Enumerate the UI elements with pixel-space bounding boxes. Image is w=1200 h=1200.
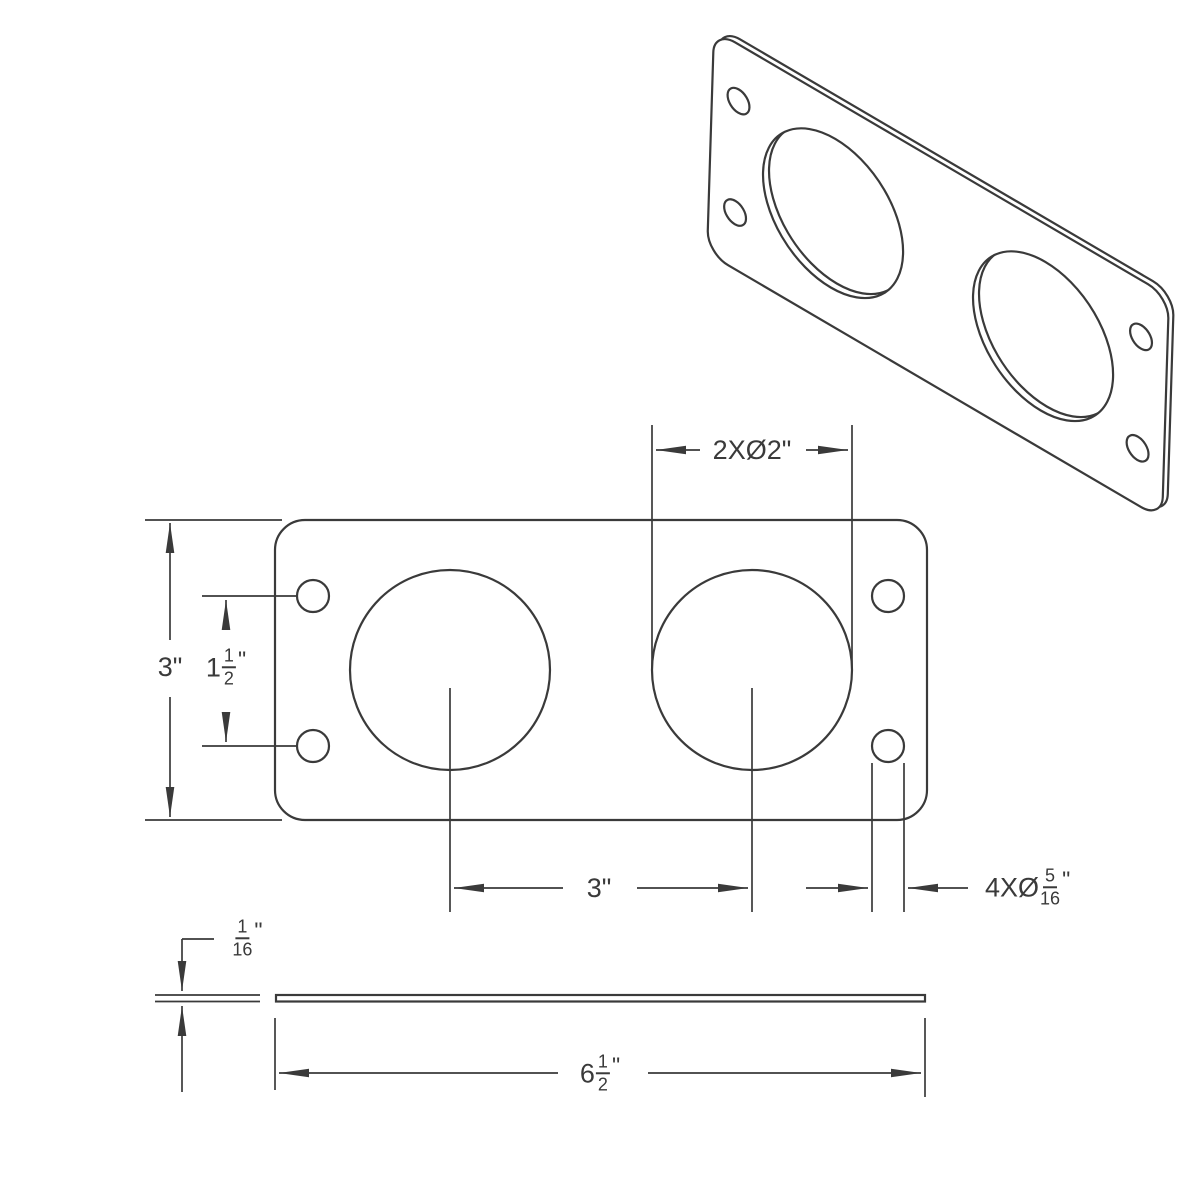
dim-hole-diameter — [651, 425, 853, 668]
iso-small-hole-bottom-right — [1126, 430, 1149, 466]
iso-large-hole-left — [761, 98, 906, 329]
iso-small-hole-top-right — [1130, 319, 1153, 355]
dim-plate-width — [274, 1018, 926, 1097]
front-view — [273, 518, 929, 822]
dim-plate-height — [145, 519, 282, 821]
dimension-label-plate-height: 3" — [157, 651, 183, 682]
iso-small-hole-bottom-left — [724, 195, 747, 231]
dim-plate-thickness — [155, 938, 260, 1092]
front-small-hole-top-left — [295, 578, 331, 614]
front-small-hole-bottom-right — [870, 728, 906, 764]
dimension-label-hole-diameter: 2XØ2" — [712, 434, 792, 465]
front-small-hole-top-right — [870, 578, 906, 614]
side-view — [274, 993, 927, 1003]
dimension-label-hole-center-distance: 3" — [586, 872, 612, 903]
front-small-hole-bottom-left — [295, 728, 331, 764]
iso-plate-outline — [707, 30, 1169, 519]
dim-hole-vertical-spacing — [202, 595, 297, 747]
iso-large-hole-right — [971, 221, 1116, 452]
dim-hole-center-distance — [449, 688, 753, 912]
front-plate-outline — [273, 518, 929, 822]
side-plate-edge — [274, 993, 927, 1003]
dim-small-hole-diameter — [806, 763, 968, 912]
isometric-view — [707, 27, 1174, 519]
iso-small-hole-top-left — [727, 83, 750, 119]
